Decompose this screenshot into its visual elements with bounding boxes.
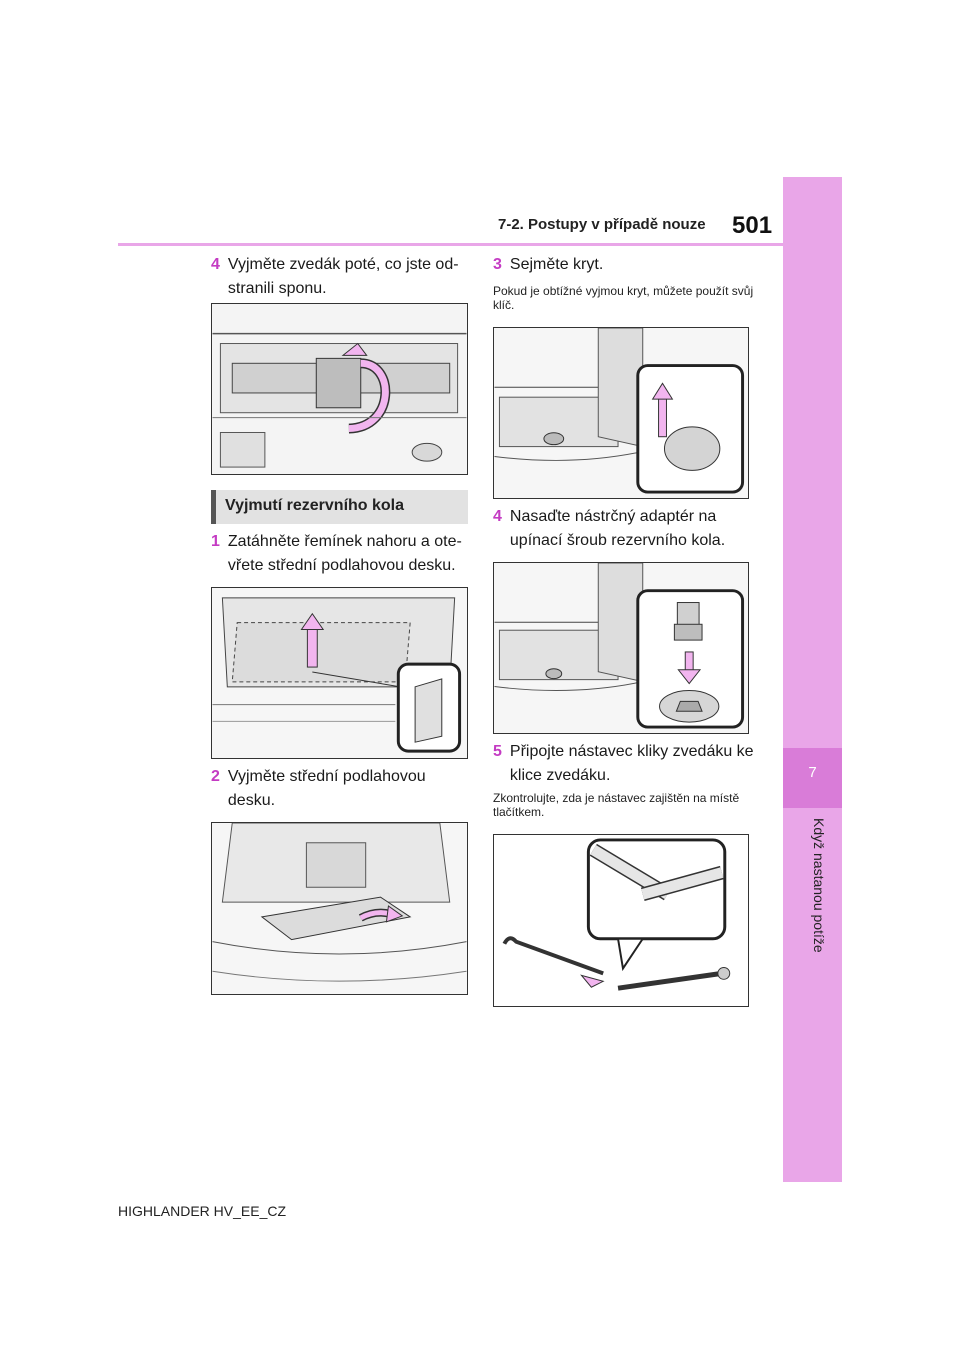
step-number: 1 (211, 533, 220, 550)
step-number: 4 (211, 256, 220, 273)
step-remove-jack: 4 Vyjměte zvedák poté, co jste od-strani… (211, 253, 471, 301)
board-removal-illustration (211, 822, 468, 995)
step-number: 2 (211, 768, 220, 785)
model-footer: HIGHLANDER HV_EE_CZ (118, 1203, 287, 1219)
adapter-illustration (493, 562, 749, 734)
header-rule (118, 243, 783, 246)
step-number: 5 (493, 743, 502, 760)
step-text: Vyjměte zvedák poté, co jste od-stranili… (227, 256, 459, 297)
section-heading-text: Vyjmutí rezervního kola (225, 497, 405, 514)
step-text: Nasaďte nástrčný adaptér na upínací šrou… (509, 508, 726, 549)
chapter-number: 7 (808, 764, 817, 781)
chapter-side-tab (783, 177, 842, 1182)
note-cover: Pokud je obtížné vyjmou kryt, můžete pou… (493, 284, 754, 312)
section-title: 7-2. Postupy v případě nouze (498, 216, 706, 233)
jack-illustration (211, 303, 468, 475)
cover-removal-illustration (493, 327, 749, 499)
step-remove-floor-board: 2 Vyjměte střední podlahovou desku. (211, 765, 473, 813)
step-text: Sejměte kryt. (509, 256, 604, 273)
step-open-floor-board: 1 Zatáhněte řemínek nahoru a ote-vřete s… (211, 530, 473, 578)
chapter-marker (783, 748, 842, 808)
step-connect-handle: 5 Připojte nástavec kliky zvedáku ke kli… (493, 740, 755, 788)
chapter-label: Když nastanou potíže (811, 818, 827, 953)
section-heading: Vyjmutí rezervního kola (211, 490, 468, 524)
step-number: 4 (493, 508, 502, 525)
note-handle: Zkontrolujte, zda je nástavec zajištěn n… (493, 791, 740, 819)
page-number: 501 (732, 212, 773, 239)
step-remove-cover: 3 Sejměte kryt. (493, 253, 755, 277)
step-number: 3 (493, 256, 502, 273)
step-text: Připojte nástavec kliky zvedáku ke klice… (509, 743, 754, 784)
step-attach-adapter: 4 Nasaďte nástrčný adaptér na upínací šr… (493, 505, 755, 553)
step-text: Zatáhněte řemínek nahoru a ote-vřete stř… (227, 533, 462, 574)
floor-board-illustration (211, 587, 468, 759)
handle-illustration (493, 834, 749, 1007)
step-text: Vyjměte střední podlahovou desku. (227, 768, 426, 809)
